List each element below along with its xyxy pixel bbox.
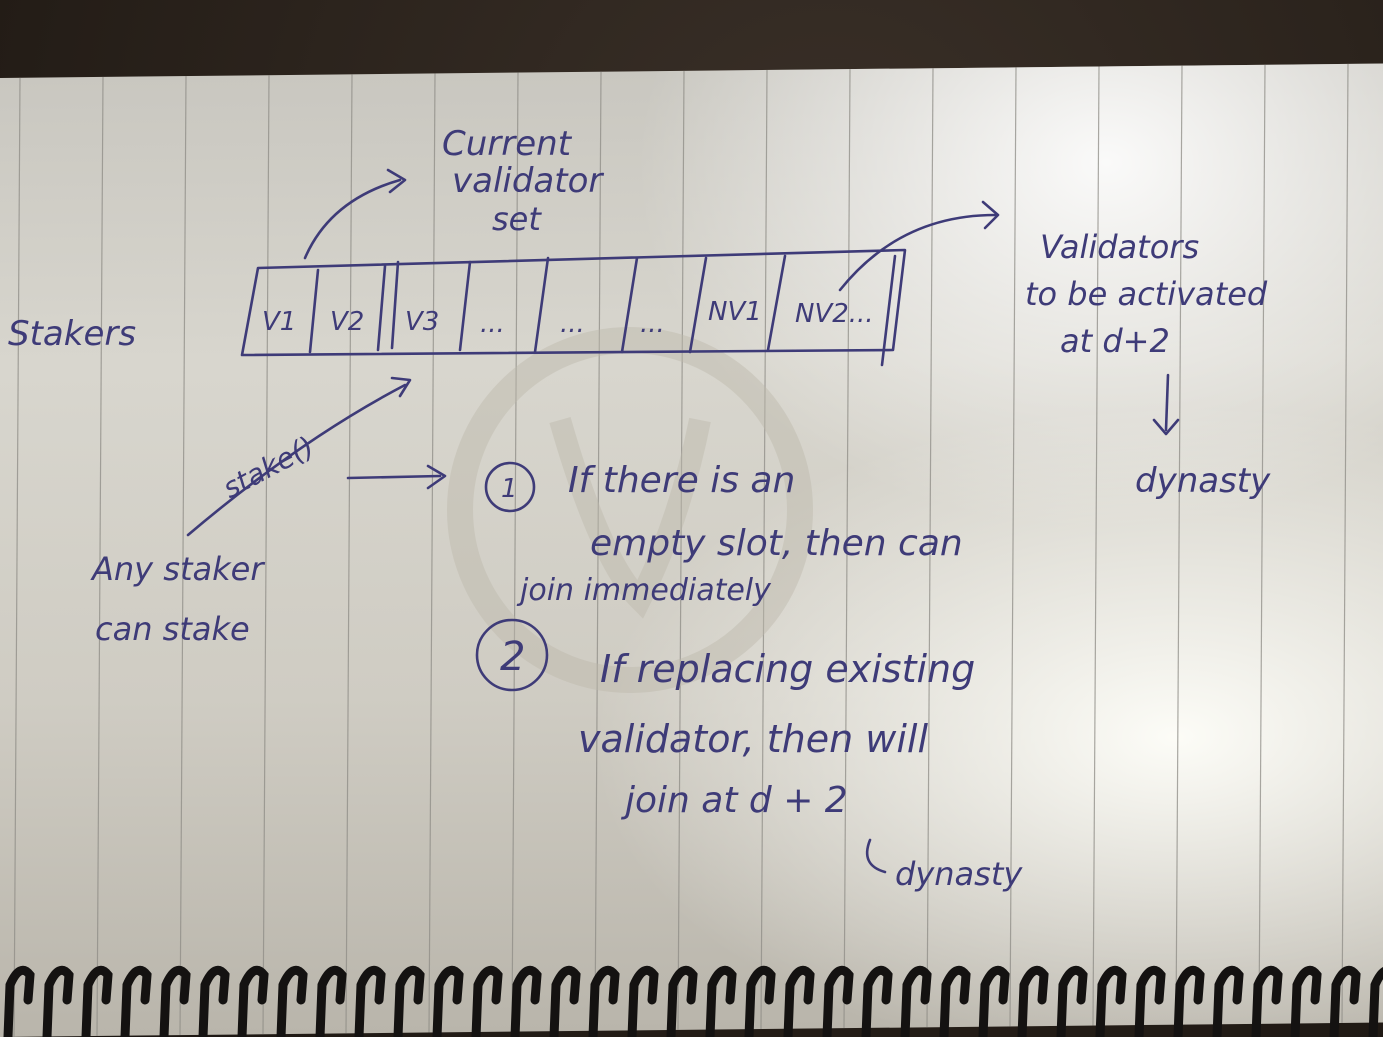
spiral-coil bbox=[510, 965, 542, 1037]
spiral-coil bbox=[705, 965, 737, 1037]
validator-set-box bbox=[240, 248, 907, 357]
point-1-marker: 1 bbox=[501, 474, 518, 504]
slot-ellipsis-1: ... bbox=[480, 309, 505, 339]
right-note-line-2: to be activated bbox=[1025, 275, 1268, 313]
slot-ellipsis-2: ... bbox=[560, 309, 585, 339]
point-1-line-1: If there is an bbox=[568, 460, 795, 501]
right-note-line-1: Validators bbox=[1040, 228, 1199, 266]
spiral-coil bbox=[159, 965, 191, 1037]
title-line-3: set bbox=[492, 200, 542, 238]
slot-nv1: NV1 bbox=[708, 297, 762, 327]
spiral-coil bbox=[1290, 965, 1322, 1037]
spiral-coil bbox=[471, 965, 503, 1037]
spiral-coil bbox=[939, 965, 971, 1037]
page-rule-line bbox=[926, 68, 934, 1028]
page-rule-line bbox=[13, 77, 21, 1037]
spiral-coil bbox=[393, 965, 425, 1037]
spiral-coil bbox=[42, 965, 74, 1037]
spiral-coil bbox=[1134, 965, 1166, 1037]
slot-ellipsis-3: ... bbox=[640, 309, 665, 339]
spiral-coil bbox=[81, 965, 113, 1037]
page-rule-line bbox=[1258, 64, 1266, 1024]
point-2-marker: 2 bbox=[500, 634, 525, 680]
point-1-line-2: empty slot, then can bbox=[590, 523, 963, 564]
page-rule-line bbox=[843, 69, 851, 1029]
page-rule-line bbox=[1341, 63, 1349, 1023]
page-rule-line bbox=[428, 73, 436, 1033]
spiral-coil bbox=[1173, 965, 1205, 1037]
spiral-coil bbox=[3, 965, 35, 1037]
page-rule-line bbox=[594, 71, 602, 1031]
spiral-coil bbox=[315, 965, 347, 1037]
spiral-coil bbox=[1017, 965, 1049, 1037]
page-rule-line bbox=[511, 72, 519, 1032]
slot-v1: V1 bbox=[262, 307, 296, 337]
spiral-coil bbox=[666, 965, 698, 1037]
any-staker-line-1: Any staker bbox=[90, 550, 265, 588]
page-rule-line bbox=[1092, 66, 1100, 1026]
point-2-line-1: If replacing existing bbox=[600, 647, 975, 691]
spiral-coil bbox=[1368, 967, 1383, 1037]
spiral-coil bbox=[861, 965, 893, 1037]
spiral-coil bbox=[1095, 965, 1127, 1037]
spiral-coil bbox=[783, 965, 815, 1037]
spiral-coil bbox=[120, 965, 152, 1037]
spiral-coil bbox=[822, 965, 854, 1037]
spiral-coil bbox=[276, 965, 308, 1037]
page-rule-line bbox=[760, 69, 768, 1030]
point-1-line-3: join immediately bbox=[516, 573, 772, 608]
page-rule-line bbox=[1009, 67, 1017, 1027]
right-note-line-3: at d+2 bbox=[1060, 322, 1170, 360]
circle-marker-1 bbox=[484, 461, 536, 513]
title-line-2: validator bbox=[452, 161, 604, 201]
spiral-coil bbox=[1329, 965, 1361, 1037]
page-rules bbox=[13, 63, 1349, 1037]
spiral-coil bbox=[1212, 965, 1244, 1037]
slot-v3: V3 bbox=[405, 307, 439, 337]
spiral-coil bbox=[432, 965, 464, 1037]
spiral-coil bbox=[1251, 965, 1283, 1037]
point-2-line-4: dynasty bbox=[895, 855, 1023, 893]
spiral-coil bbox=[354, 965, 386, 1037]
right-note-line-4: dynasty bbox=[1135, 461, 1271, 501]
spiral-coil bbox=[198, 965, 230, 1037]
spiral-coil bbox=[1056, 965, 1088, 1037]
slot-nv2: NV2... bbox=[795, 299, 874, 329]
point-2-line-3: join at d + 2 bbox=[620, 780, 848, 821]
spiral-coil bbox=[588, 965, 620, 1037]
page-rule-line bbox=[1175, 65, 1183, 1025]
circle-marker-2 bbox=[475, 618, 549, 692]
point-2-line-2: validator, then will bbox=[578, 717, 928, 761]
spiral-coil bbox=[549, 965, 581, 1037]
notebook-page bbox=[0, 63, 1383, 1037]
any-staker-line-2: can stake bbox=[95, 610, 250, 648]
spiral-coil bbox=[900, 965, 932, 1037]
page-rule-line bbox=[677, 70, 685, 1030]
page-rule-line bbox=[179, 76, 187, 1036]
stakers-label: Stakers bbox=[8, 314, 136, 354]
page-rule-line bbox=[96, 76, 104, 1036]
page-rule-line bbox=[262, 75, 270, 1035]
title-line-1: Current bbox=[442, 124, 573, 164]
spiral-coil bbox=[978, 965, 1010, 1037]
spiral-coil bbox=[627, 965, 659, 1037]
spiral-coil bbox=[237, 965, 269, 1037]
spiral-coil bbox=[744, 965, 776, 1037]
slot-v2: V2 bbox=[330, 307, 364, 337]
page-rule-line bbox=[345, 74, 353, 1034]
